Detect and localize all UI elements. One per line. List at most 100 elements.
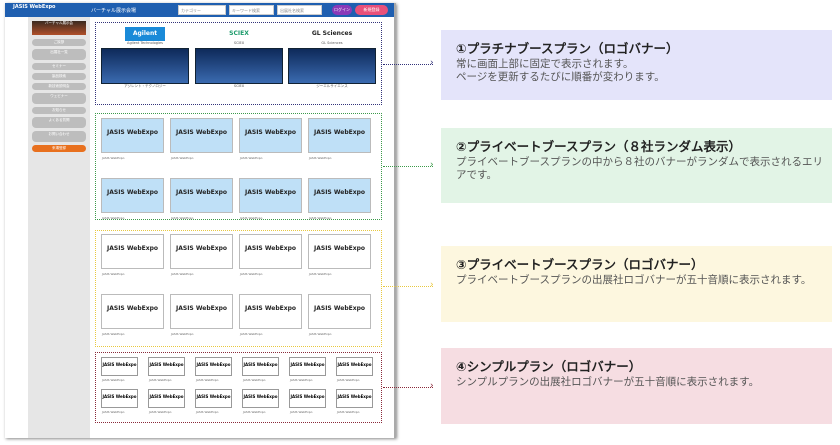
banner-caption: JASIS WebExpo bbox=[196, 410, 219, 414]
banner-caption: JASIS WebExpo bbox=[240, 216, 263, 220]
banner-caption: JASIS WebExpo bbox=[102, 216, 125, 220]
banner-caption: JASIS WebExpo bbox=[240, 272, 263, 276]
exhibitor-banner[interactable]: JASIS WebExpo bbox=[170, 118, 233, 153]
sidebar: バーチャル展示会 ご挨拶 出展社一覧 セミナー 製品検索 新技術説明会 ウェビナ… bbox=[28, 17, 90, 438]
note-private-logo: ③プライベートブースプラン（ロゴバナー）プライベートブースプランの出展社ロゴバナ… bbox=[441, 246, 832, 322]
booth-thumbnail bbox=[101, 48, 189, 84]
simple-banner[interactable]: JASIS WebExpo bbox=[195, 357, 232, 376]
banner-caption: JASIS WebExpo bbox=[102, 156, 125, 160]
note-title: ③プライベートブースプラン（ロゴバナー） bbox=[456, 257, 704, 272]
banner-caption: JASIS WebExpo bbox=[149, 410, 172, 414]
platinum-zone: Agilent Agilent Technologies アジレント・テクノロジ… bbox=[95, 22, 382, 105]
connector-line bbox=[383, 387, 433, 388]
banner-caption: JASIS WebExpo bbox=[337, 378, 360, 382]
arrow-icon: › bbox=[430, 280, 434, 290]
register-button[interactable]: 新規登録 bbox=[355, 5, 388, 15]
exhibitor-banner[interactable]: JASIS WebExpo bbox=[101, 118, 164, 153]
banner-caption: JASIS WebExpo bbox=[309, 272, 332, 276]
simple-banner[interactable]: JASIS WebExpo bbox=[336, 357, 373, 376]
platinum-booth[interactable]: SCIEX SCIEX SCIEX bbox=[195, 27, 283, 88]
page-title: バーチャル展示会場 bbox=[91, 8, 136, 14]
banner-caption: JASIS WebExpo bbox=[171, 332, 194, 336]
sidebar-item[interactable]: よくある質問 bbox=[32, 117, 86, 128]
banner-caption: JASIS WebExpo bbox=[337, 410, 360, 414]
exhibitor-banner[interactable]: JASIS WebExpo bbox=[239, 234, 302, 269]
note-simple: ④シンプルプラン（ロゴバナー）シンプルプランの出展社ロゴバナーが五十音順に表示さ… bbox=[441, 348, 832, 424]
exhibitor-banner[interactable]: JASIS WebExpo bbox=[170, 294, 233, 329]
platinum-desc: SCIEX bbox=[233, 41, 245, 45]
note-private-random: ②プライベートブースプラン（８社ランダム表示）プライベートブースプランの中から８… bbox=[441, 128, 832, 203]
banner-caption: JASIS WebExpo bbox=[171, 156, 194, 160]
connector-line bbox=[383, 64, 433, 65]
banner-caption: JASIS WebExpo bbox=[102, 272, 125, 276]
exhibitor-banner[interactable]: JASIS WebExpo bbox=[308, 234, 371, 269]
banner-caption: JASIS WebExpo bbox=[149, 378, 172, 382]
exhibitor-banner[interactable]: JASIS WebExpo bbox=[101, 234, 164, 269]
simple-banner[interactable]: JASIS WebExpo bbox=[289, 357, 326, 376]
banner-caption: JASIS WebExpo bbox=[309, 156, 332, 160]
exhibitor-banner[interactable]: JASIS WebExpo bbox=[308, 294, 371, 329]
simple-banner[interactable]: JASIS WebExpo bbox=[148, 357, 185, 376]
note-title: ①プラチナブースプラン（ロゴバナー） bbox=[456, 41, 679, 56]
connector-line bbox=[383, 166, 433, 167]
sidebar-item[interactable]: 出展社一覧 bbox=[32, 49, 86, 60]
banner-caption: JASIS WebExpo bbox=[240, 156, 263, 160]
sidebar-item[interactable]: ご挨拶 bbox=[32, 39, 86, 46]
exhibitor-banner[interactable]: JASIS WebExpo bbox=[308, 118, 371, 153]
note-body: 常に画面上部に固定で表示されます。 ページを更新するたびに順番が変わります。 bbox=[456, 58, 665, 83]
platinum-booth[interactable]: Agilent Agilent Technologies アジレント・テクノロジ… bbox=[101, 27, 189, 89]
banner-caption: JASIS WebExpo bbox=[102, 378, 125, 382]
platinum-caption: ジーエルサイエンス bbox=[316, 84, 348, 88]
simple-banner[interactable]: JASIS WebExpo bbox=[101, 357, 138, 376]
sidebar-item[interactable]: お問い合わせ bbox=[32, 131, 86, 142]
login-button[interactable]: ログイン bbox=[332, 5, 352, 15]
banner-caption: JASIS WebExpo bbox=[196, 378, 219, 382]
simple-banner[interactable]: JASIS WebExpo bbox=[195, 389, 232, 408]
site-header: JASIS WebExpo バーチャル展示会場 カテゴリー キーワード検索 出展… bbox=[5, 3, 394, 17]
exhibitor-banner[interactable]: JASIS WebExpo bbox=[170, 234, 233, 269]
sidebar-item[interactable]: お知らせ bbox=[32, 107, 86, 114]
exhibitor-search-input[interactable]: 出展社名検索 bbox=[277, 5, 322, 15]
simple-banner[interactable]: JASIS WebExpo bbox=[242, 389, 279, 408]
sidebar-item[interactable]: 新技術説明会 bbox=[32, 83, 86, 90]
platinum-desc: Agilent Technologies bbox=[127, 41, 163, 45]
sidebar-item[interactable]: セミナー bbox=[32, 63, 86, 70]
platinum-caption: アジレント・テクノロジー bbox=[124, 84, 166, 88]
platinum-booth[interactable]: GL Sciences GL Sciences ジーエルサイエンス bbox=[288, 27, 376, 89]
connector-line bbox=[383, 286, 433, 287]
banner-caption: JASIS WebExpo bbox=[171, 272, 194, 276]
simple-banner[interactable]: JASIS WebExpo bbox=[148, 389, 185, 408]
exhibitor-banner[interactable]: JASIS WebExpo bbox=[170, 178, 233, 213]
arrow-icon: › bbox=[430, 160, 434, 170]
simple-banner[interactable]: JASIS WebExpo bbox=[242, 357, 279, 376]
simple-banner[interactable]: JASIS WebExpo bbox=[101, 389, 138, 408]
banner-caption: JASIS WebExpo bbox=[243, 378, 266, 382]
platinum-caption: SCIEX bbox=[233, 84, 245, 88]
exhibitor-banner[interactable]: JASIS WebExpo bbox=[101, 294, 164, 329]
exhibitor-banner[interactable]: JASIS WebExpo bbox=[239, 294, 302, 329]
banner-caption: JASIS WebExpo bbox=[102, 332, 125, 336]
arrow-icon: › bbox=[430, 381, 434, 391]
site-logo[interactable]: JASIS WebExpo bbox=[13, 4, 56, 10]
simple-banner[interactable]: JASIS WebExpo bbox=[289, 389, 326, 408]
keyword-search-input[interactable]: キーワード検索 bbox=[229, 5, 274, 15]
platinum-desc: GL Sciences bbox=[321, 41, 343, 45]
simple-banner[interactable]: JASIS WebExpo bbox=[336, 389, 373, 408]
sidebar-item[interactable]: 製品検索 bbox=[32, 73, 86, 80]
booth-thumbnail bbox=[195, 48, 283, 84]
banner-caption: JASIS WebExpo bbox=[240, 332, 263, 336]
category-select[interactable]: カテゴリー bbox=[178, 5, 226, 15]
banner-caption: JASIS WebExpo bbox=[309, 332, 332, 336]
sidebar-banner[interactable]: バーチャル展示会 bbox=[32, 21, 86, 35]
exhibitor-banner[interactable]: JASIS WebExpo bbox=[101, 178, 164, 213]
note-title: ④シンプルプラン（ロゴバナー） bbox=[456, 359, 642, 374]
sidebar-item[interactable]: ウェビナー bbox=[32, 93, 86, 104]
exhibitor-banner[interactable]: JASIS WebExpo bbox=[239, 178, 302, 213]
exhibitor-banner[interactable]: JASIS WebExpo bbox=[239, 118, 302, 153]
platinum-logo: Agilent bbox=[125, 27, 165, 41]
banner-caption: JASIS WebExpo bbox=[290, 378, 313, 382]
exhibitor-banner[interactable]: JASIS WebExpo bbox=[308, 178, 371, 213]
sidebar-item-active[interactable]: 来場登録 bbox=[32, 145, 86, 152]
